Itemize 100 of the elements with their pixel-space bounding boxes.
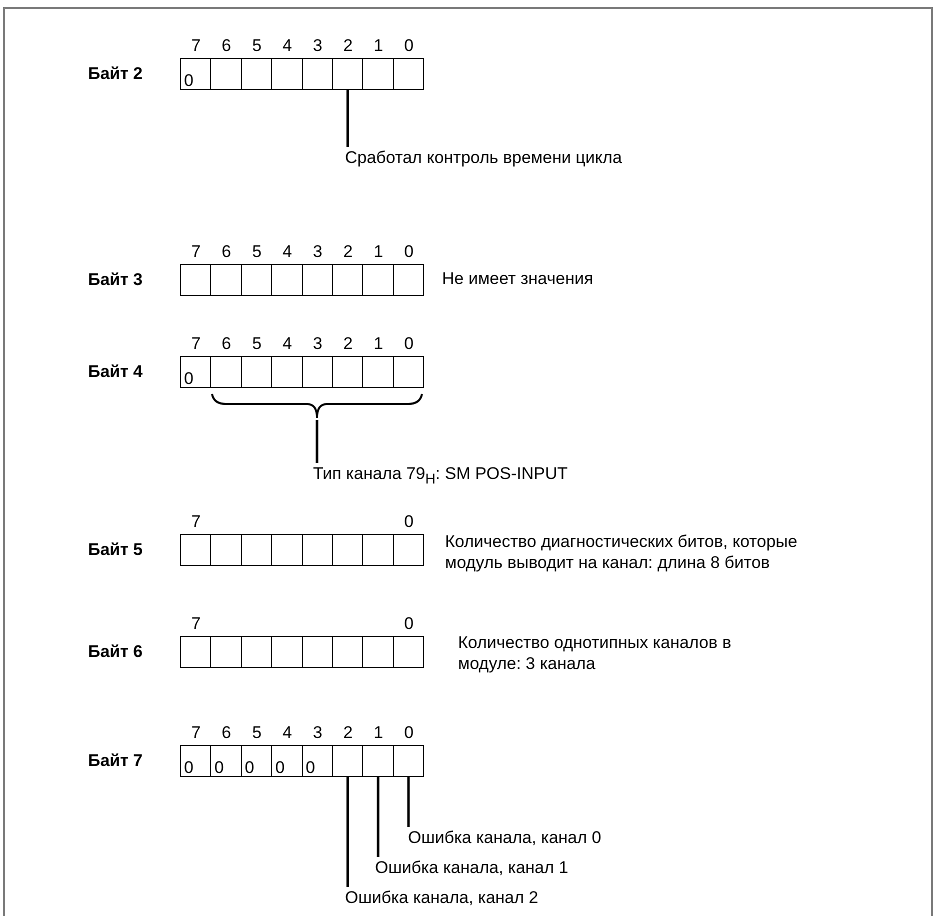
- bit-cell: [180, 58, 212, 90]
- byte-label: Байт 2: [88, 64, 143, 84]
- bit-number: 4: [281, 242, 293, 262]
- bit-value: 0: [184, 71, 194, 91]
- bit-cell: [362, 745, 394, 777]
- bit-number: 7: [190, 36, 202, 56]
- bit-cell: [180, 636, 212, 668]
- bit-cell: [302, 636, 333, 668]
- bit-cell: [180, 745, 212, 777]
- bit-description: Не имеет значения: [442, 268, 594, 289]
- bit-cell: [210, 745, 242, 777]
- bit-number: 5: [251, 242, 263, 262]
- bit-number: 0: [403, 512, 415, 532]
- bit-cell: [302, 356, 333, 388]
- bit-number: 2: [342, 242, 354, 262]
- bit-number: 1: [372, 334, 384, 354]
- leader-line: [407, 777, 410, 827]
- bit-number: 2: [342, 723, 354, 743]
- bit-number: 2: [342, 334, 354, 354]
- bit-number: 4: [281, 723, 293, 743]
- bit-cell: [362, 636, 394, 668]
- bit-number: 0: [403, 614, 415, 634]
- bit-cell: [210, 636, 242, 668]
- bit-cell: [240, 264, 272, 296]
- byte-label: Байт 5: [88, 540, 143, 560]
- bit-number: 1: [372, 242, 384, 262]
- bit-value: 0: [275, 758, 285, 778]
- bit-cell: [271, 636, 303, 668]
- byte-label: Байт 6: [88, 642, 143, 662]
- bit-cell: [240, 636, 272, 668]
- bit-cell: [392, 745, 424, 777]
- bit-cell: [271, 264, 303, 296]
- bit-number: 7: [190, 614, 202, 634]
- bit-number: 7: [190, 512, 202, 532]
- bit-number: 2: [342, 36, 354, 56]
- bit-number: 0: [403, 36, 415, 56]
- bit-number: 5: [251, 334, 263, 354]
- bit-cell: [332, 356, 364, 388]
- bit-cell: [362, 264, 394, 296]
- bit-cell: [240, 745, 272, 777]
- bit-cell: [392, 636, 424, 668]
- bit-cell: [180, 264, 212, 296]
- byte-label: Байт 3: [88, 270, 143, 290]
- bit-cell: [332, 745, 364, 777]
- bit-cell: [210, 356, 242, 388]
- bit-cell: [332, 264, 364, 296]
- bit-cell: [332, 636, 364, 668]
- bit-number: 0: [403, 723, 415, 743]
- bit-description: Количество однотипных каналов в модуле: 3 канала: [458, 632, 732, 674]
- byte-label: Байт 4: [88, 362, 143, 382]
- bit-number: 3: [312, 36, 324, 56]
- bit-cell: [210, 534, 242, 566]
- bit-number: 5: [251, 723, 263, 743]
- bit-number: 5: [251, 36, 263, 56]
- bit-cell: [240, 356, 272, 388]
- bit-cell: [392, 356, 424, 388]
- bit-number: 6: [220, 36, 232, 56]
- bit-number: 3: [312, 723, 324, 743]
- bit-description: Количество диагностических битов, которые модуль выводит на канал: длина 8 битов: [445, 531, 798, 573]
- bit-cell: [362, 534, 394, 566]
- bit-value: 0: [214, 758, 224, 778]
- leader-line: [346, 90, 349, 147]
- bit-value: 0: [306, 758, 316, 778]
- bit-description: Ошибка канала, канал 0: [408, 827, 602, 848]
- bit-value: 0: [184, 758, 194, 778]
- bit-number: 7: [190, 242, 202, 262]
- bit-cell: [210, 264, 242, 296]
- bit-cell: [392, 58, 424, 90]
- bit-number: 7: [190, 723, 202, 743]
- bit-description: Ошибка канала, канал 2: [345, 887, 538, 908]
- bit-value: 0: [184, 369, 194, 389]
- bit-cell: [332, 534, 364, 566]
- bit-value: 0: [244, 758, 254, 778]
- bit-cell: [240, 58, 272, 90]
- bit-cell: [302, 534, 333, 566]
- bit-number: 1: [372, 36, 384, 56]
- bit-cell: [302, 58, 333, 90]
- bit-number: 3: [312, 334, 324, 354]
- bit-description: Сработал контроль времени цикла: [345, 147, 622, 168]
- bit-description: Ошибка канала, канал 1: [375, 857, 568, 878]
- bit-number: 6: [220, 723, 232, 743]
- bit-number: 3: [312, 242, 324, 262]
- leader-line: [376, 777, 380, 857]
- bit-cell: [302, 745, 333, 777]
- bit-cell: [210, 58, 242, 90]
- bit-cell: [332, 58, 364, 90]
- bit-cell: [271, 534, 303, 566]
- bit-number: 0: [403, 242, 415, 262]
- bit-cell: [271, 356, 303, 388]
- byte-label: Байт 7: [88, 751, 143, 771]
- bit-number: 6: [220, 334, 232, 354]
- bit-cell: [392, 264, 424, 296]
- bit-cell: [240, 534, 272, 566]
- bit-cell: [302, 264, 333, 296]
- bit-number: 4: [281, 36, 293, 56]
- bit-description: Тип канала 79$_{H}$: SM POS-INPUT: [313, 463, 568, 490]
- bit-number: 1: [372, 723, 384, 743]
- bit-number: 6: [220, 242, 232, 262]
- bit-cell: [362, 356, 394, 388]
- leader-line: [346, 777, 349, 887]
